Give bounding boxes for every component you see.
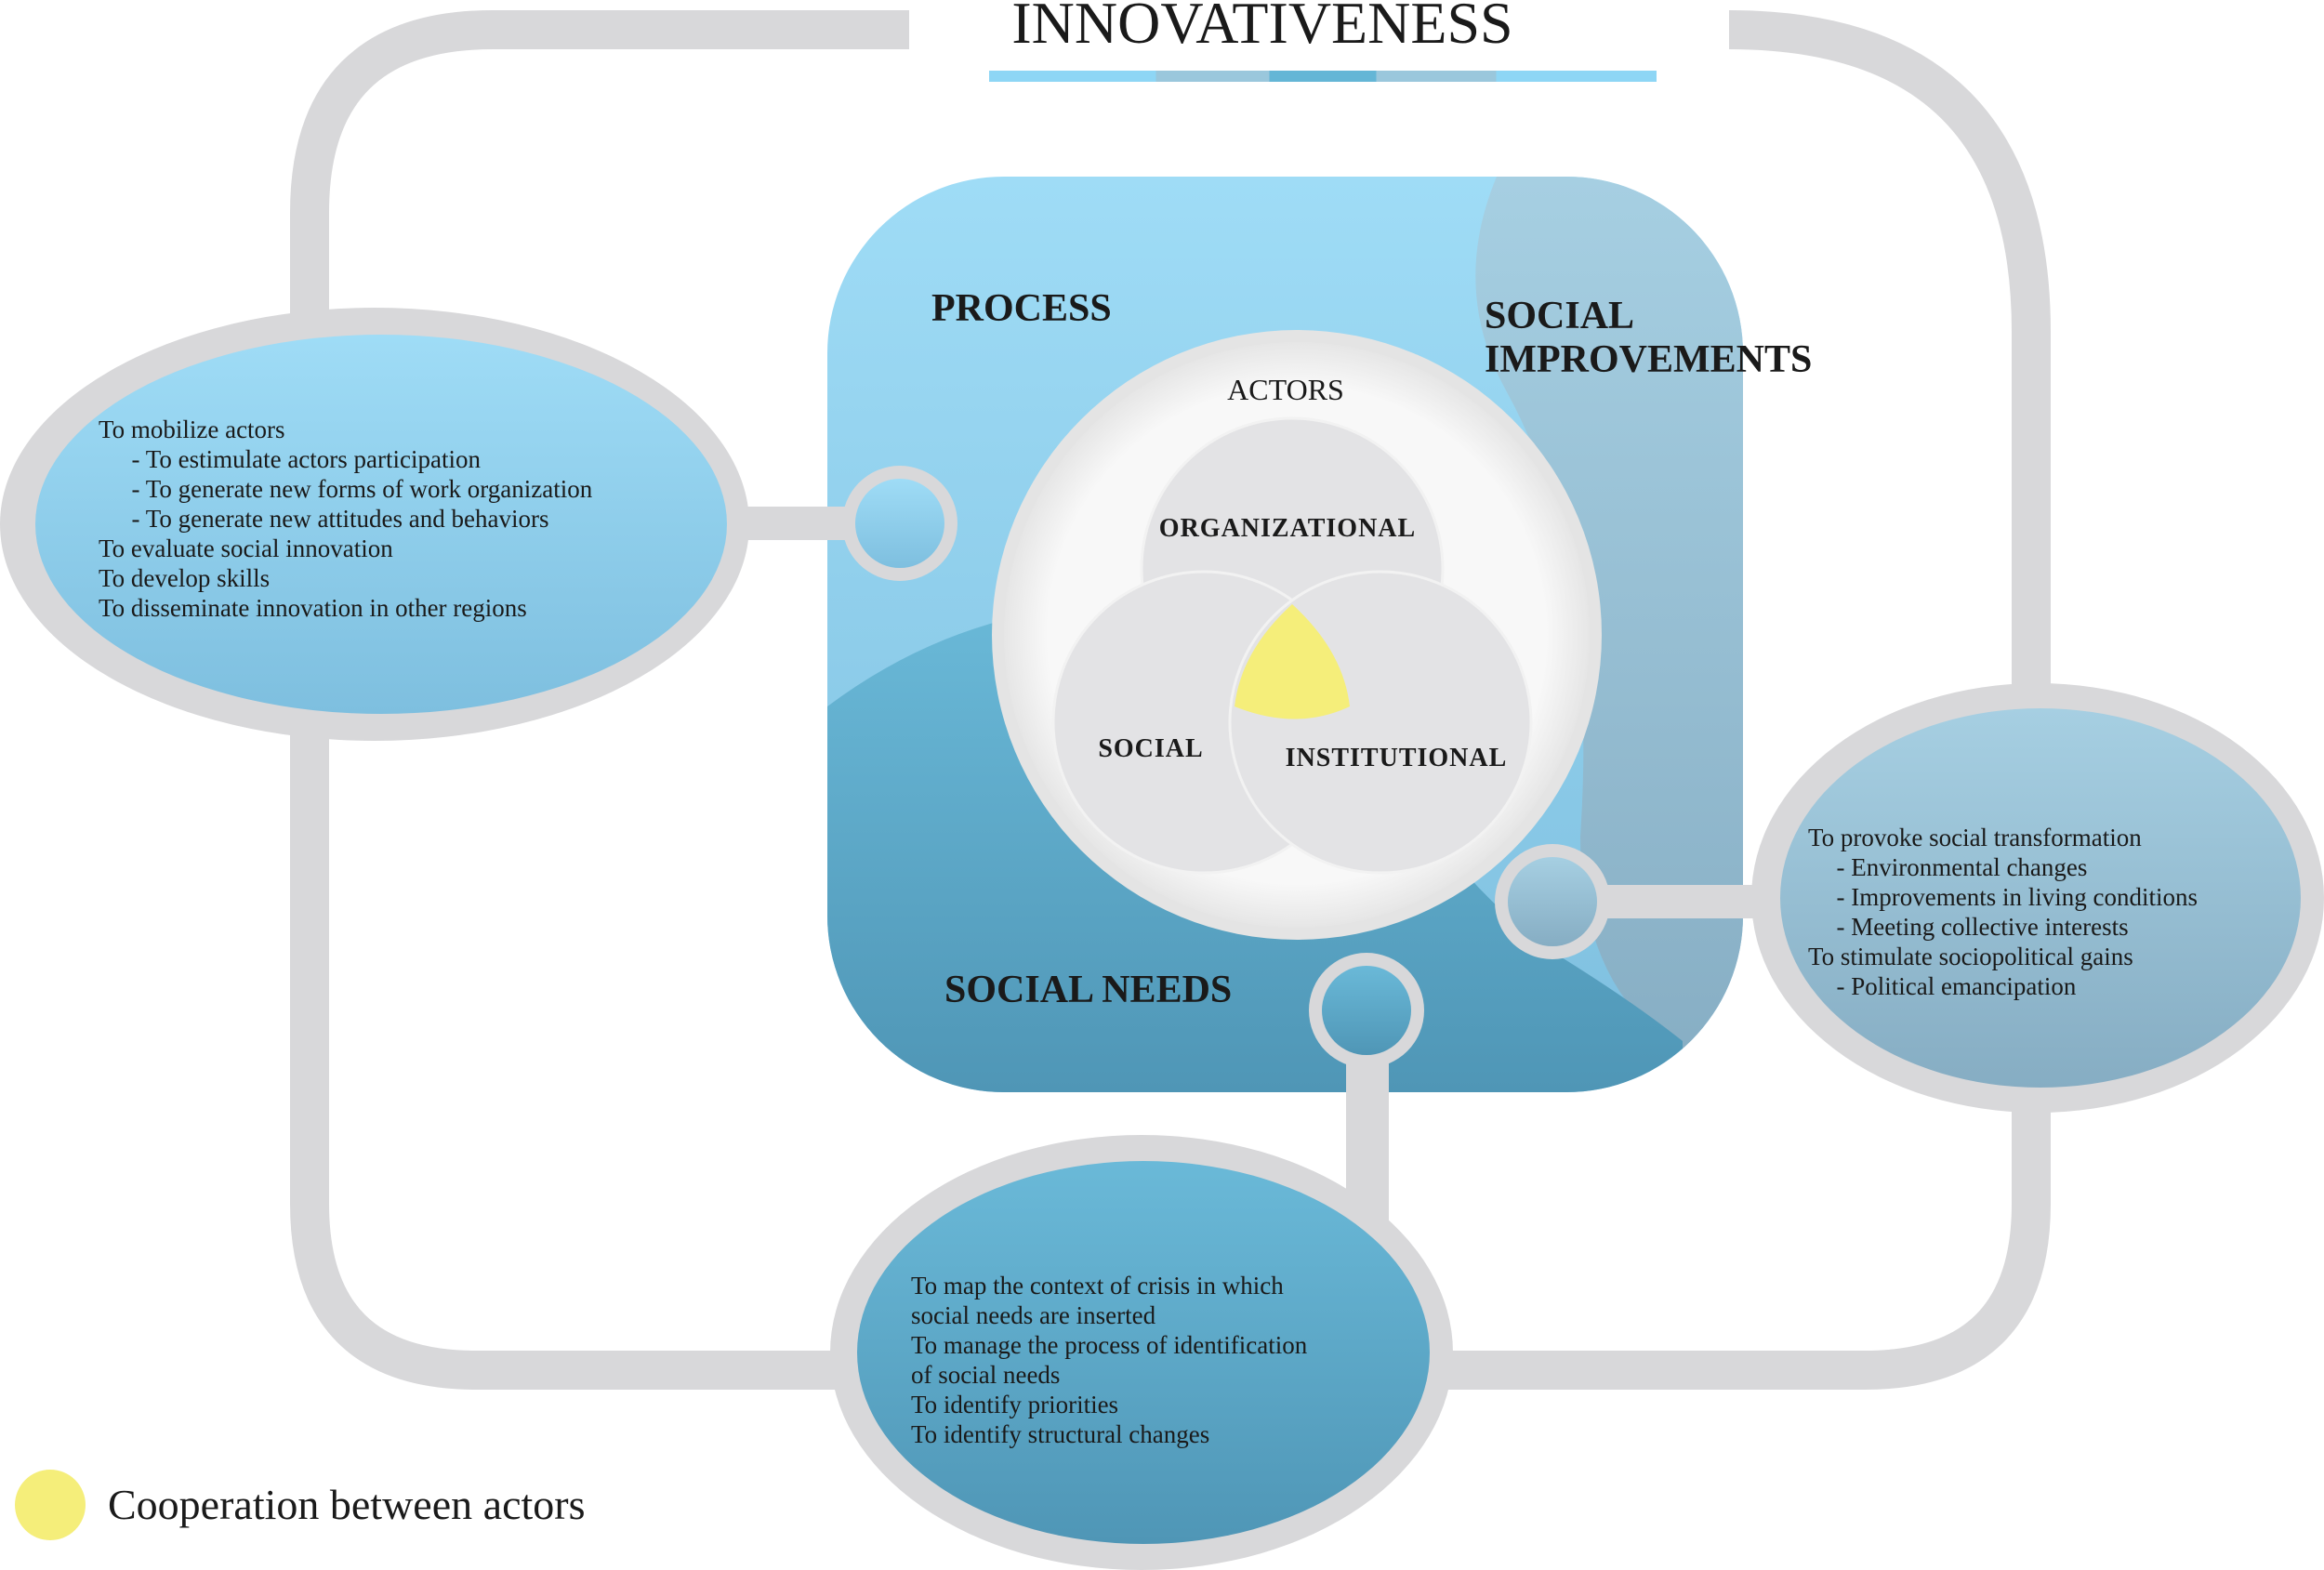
title-underline — [989, 71, 1657, 82]
process-bubble-line: To evaluate social innovation — [99, 534, 393, 562]
process-label: PROCESS — [931, 287, 1112, 330]
cooperation-legend-swatch — [15, 1470, 86, 1540]
social-improvements-bubble-line: To provoke social transformation — [1808, 824, 2142, 851]
actors-disc: ACTORS ORGANIZATIONAL SOCIAL INSTITUTION… — [992, 330, 1602, 940]
social-needs-bubble-line: To manage the process of identification — [911, 1331, 1308, 1359]
social-needs-bubble-line: To identify priorities — [911, 1391, 1118, 1418]
process-bubble: To mobilize actors - To estimulate actor… — [0, 308, 957, 741]
social-improvements-bubble-line: - Improvements in living conditions — [1824, 883, 2198, 911]
process-bubble-line: To disseminate innovation in other regio… — [99, 594, 527, 622]
process-bubble-line: - To generate new forms of work organiza… — [119, 475, 593, 503]
process-bubble-line: To mobilize actors — [99, 416, 285, 443]
social-needs-bubble-line: social needs are inserted — [911, 1301, 1156, 1329]
social-label: SOCIAL — [1098, 734, 1203, 763]
institutional-circle — [1228, 570, 1533, 875]
social-needs-label: SOCIAL NEEDS — [944, 969, 1232, 1011]
social-improvements-bubble-line: To stimulate sociopolitical gains — [1808, 943, 2133, 970]
diagram-title: INNOVATIVENESS — [1011, 0, 1512, 56]
social-improvements-bubble: To provoke social transformation - Envir… — [1495, 683, 2324, 1113]
actors-label: ACTORS — [1227, 373, 1344, 406]
social-improvements-bubble-line: - Meeting collective interests — [1824, 913, 2129, 941]
social-needs-bubble-text: To map the context of crisis in which so… — [911, 1272, 1314, 1448]
social-improvements-bubble-line: - Environmental changes — [1824, 853, 2087, 881]
social-needs-bubble-line: To identify structural changes — [911, 1420, 1209, 1448]
process-bubble-line: - To generate new attitudes and behavior… — [119, 505, 548, 533]
venn-diagram — [1051, 416, 1533, 875]
social-improvements-label-line1: SOCIAL — [1485, 295, 1634, 337]
legend: Cooperation between actors — [15, 1470, 585, 1540]
process-bubble-text: To mobilize actors - To estimulate actor… — [99, 416, 599, 622]
institutional-label: INSTITUTIONAL — [1286, 744, 1508, 772]
cooperation-intersection — [1235, 604, 1350, 719]
social-improvements-bubble-line: - Political emancipation — [1824, 972, 2077, 1000]
social-needs-bubble-line: To map the context of crisis in which — [911, 1272, 1284, 1300]
social-improvements-bubble-text: To provoke social transformation - Envir… — [1808, 824, 2204, 1000]
social-needs-bubble: To map the context of crisis in which so… — [830, 953, 1453, 1570]
outer-frame — [290, 10, 2051, 1390]
organizational-label: ORGANIZATIONAL — [1159, 514, 1416, 543]
legend-label: Cooperation between actors — [108, 1481, 585, 1528]
social-improvements-label-line2: IMPROVEMENTS — [1485, 338, 1812, 381]
process-bubble-line: - To estimulate actors participation — [119, 445, 481, 473]
title-block: INNOVATIVENESS — [989, 0, 1657, 82]
social-improvements-region — [1475, 177, 1743, 1092]
social-needs-bubble-line: of social needs — [911, 1361, 1060, 1389]
process-bubble-line: To develop skills — [99, 564, 270, 592]
